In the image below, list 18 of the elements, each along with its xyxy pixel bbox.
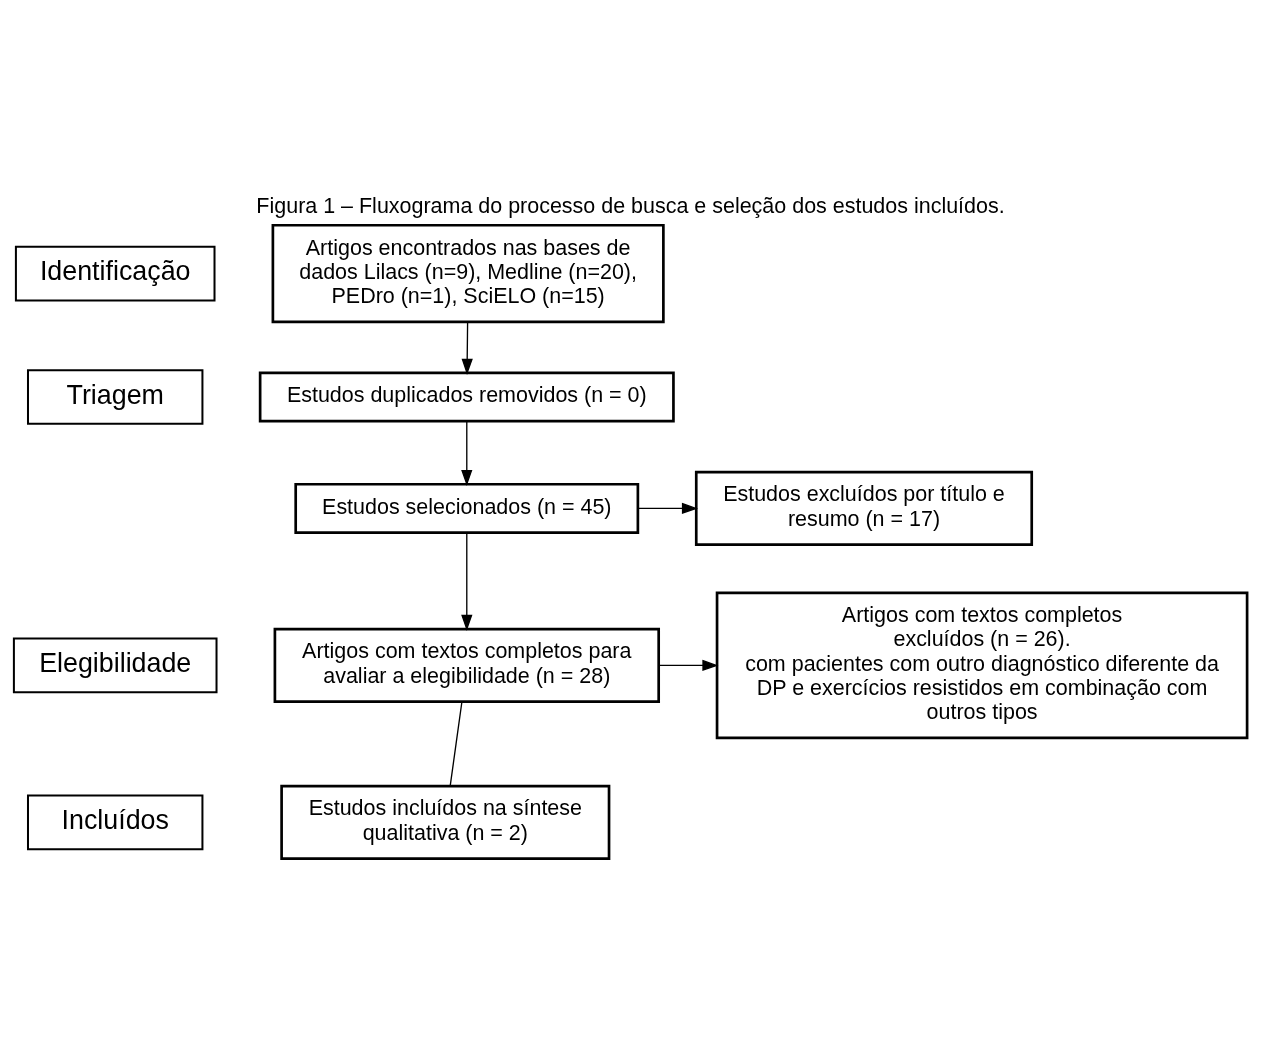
arrow: [461, 420, 473, 486]
node-box: Estudos excluídos por título e resumo (n = 17): [694, 470, 1034, 546]
node-box: Artigos com textos completos para avaliar a elegibilidade (n = 28): [273, 627, 660, 703]
arrow: [461, 532, 473, 631]
node-box: Triagem: [27, 368, 204, 425]
arrow: [658, 659, 719, 671]
node-box: Artigos com textos completos excluídos (n = 26). com pacientes com outro diagnóstico diferente da DP e exercícios resistidos em combinação com outros tipos: [715, 591, 1249, 739]
node-box: Elegibilidade: [12, 637, 218, 693]
diagram-title: Figura 1 – Fluxograma do processo de busca e seleção dos estudos incluídos.: [256, 193, 1005, 218]
node-box: Artigos encontrados nas bases de dados Lilacs (n=9), Medline (n=20), PEDro (n=1), SciELO (n=15): [271, 223, 665, 323]
arrow: [461, 320, 473, 375]
arrow: [637, 502, 699, 514]
node-box: Estudos duplicados removidos (n = 0): [258, 371, 675, 422]
node-box: Estudos selecionados (n = 45): [294, 482, 640, 534]
node-box: Incluídos: [27, 794, 204, 850]
node-box: Estudos incluídos na síntese qualitativa (n = 2): [280, 784, 611, 860]
connector: [449, 700, 463, 786]
node-box: Identificação: [14, 245, 216, 301]
